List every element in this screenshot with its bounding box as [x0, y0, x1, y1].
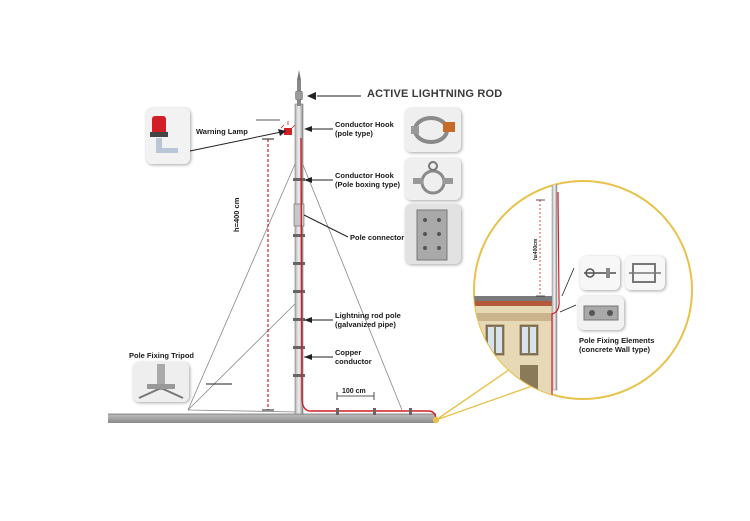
pole-clamps	[293, 178, 305, 377]
inset-callout-lines	[432, 364, 536, 424]
lightning-rod-pole	[293, 70, 305, 415]
pole-fixing-tripod-label: Pole Fixing Tripod	[129, 351, 195, 360]
fixing-element-2-image	[625, 256, 665, 290]
fixing-element-3-image	[578, 296, 624, 330]
conductor-hook-pole-label: Conductor Hook (pole type)	[335, 120, 394, 138]
pole-fixing-elements-label: Pole Fixing Elements (concrete Wall type…	[579, 336, 655, 354]
pole-fixing-tripod-image	[133, 362, 189, 402]
warning-lamp-image	[146, 108, 190, 164]
conductor-hook-pole-image	[405, 108, 461, 152]
active-lightning-rod-label: ACTIVE LIGHTNING ROD	[367, 88, 503, 100]
inset-height-label: h≥400cm	[533, 238, 539, 260]
leader-arrows	[278, 92, 316, 360]
guy-wires	[187, 154, 403, 413]
lightning-rod-pole-label: Lightning rod pole (galvanized pipe)	[335, 311, 401, 329]
pole-connector-image	[405, 204, 461, 264]
conductor-hook-boxing-label: Conductor Hook (Pole boxing type)	[335, 171, 401, 189]
copper-conductor	[300, 137, 437, 421]
conductor-hook-boxing-image	[405, 158, 461, 200]
leader-lines	[189, 95, 361, 385]
inset-leaders	[559, 267, 577, 313]
ground-slab	[108, 413, 436, 423]
height-dimension	[256, 119, 280, 411]
copper-conductor-label: Copper conductor	[335, 348, 372, 366]
fixing-element-1-image	[580, 256, 620, 290]
height-label: h=400 cm	[232, 197, 241, 232]
detail-inset	[473, 180, 693, 400]
pole-connector-label: Pole connector	[350, 233, 405, 242]
spacing-dimension	[336, 392, 375, 400]
warning-lamp-marker	[280, 121, 296, 135]
ground-clamps	[336, 408, 412, 415]
spacing-label: 100 cm	[342, 388, 366, 395]
warning-lamp-label: Warning Lamp	[196, 127, 248, 136]
